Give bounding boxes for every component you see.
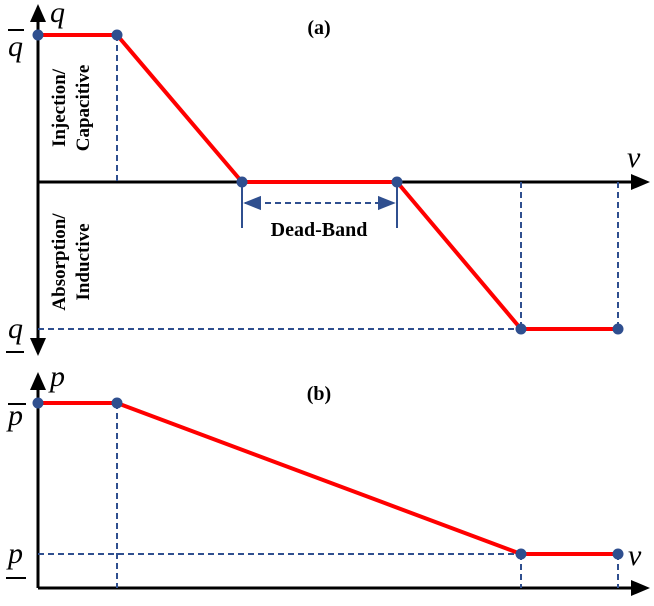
panel-b-point-2 bbox=[111, 397, 123, 409]
region-absorption-line: Absorption/ bbox=[49, 213, 70, 311]
panel-b: (b) p v p p bbox=[6, 360, 650, 596]
panel-a-qmax-label: q bbox=[8, 30, 23, 63]
panel-b-y-var: p bbox=[48, 360, 65, 393]
panel-a-y-var: q bbox=[50, 0, 65, 29]
panel-b-pmax-label: p bbox=[6, 399, 23, 432]
panel-a-qmin-label: q bbox=[8, 312, 23, 345]
panel-a-point-6 bbox=[612, 323, 624, 335]
panel-b-x-axis-arrow bbox=[631, 580, 650, 596]
panel-a-x-var: v bbox=[627, 141, 641, 174]
panel-a-point-1 bbox=[32, 29, 44, 41]
panel-b-curve bbox=[38, 401, 618, 556]
panel-a: Dead-Band (a) q v q q Injection/ Capacit… bbox=[6, 0, 650, 356]
panel-a-y-axis-arrow-down bbox=[30, 338, 46, 356]
panel-b-point-1 bbox=[32, 397, 44, 409]
region-absorption-inductive: Absorption/ Inductive bbox=[49, 213, 94, 311]
panel-b-label: (b) bbox=[307, 383, 331, 405]
region-capacitive-line: Capacitive bbox=[73, 65, 94, 152]
panel-b-point-4 bbox=[612, 548, 624, 560]
panel-a-point-5 bbox=[515, 323, 527, 335]
panel-a-x-axis-arrow bbox=[631, 174, 650, 190]
region-inductive-line: Inductive bbox=[73, 223, 94, 300]
panel-a-point-3 bbox=[236, 176, 248, 188]
dead-band-label: Dead-Band bbox=[271, 219, 368, 241]
panel-a-point-2 bbox=[111, 29, 123, 41]
panel-b-pmin-label: p bbox=[6, 537, 23, 570]
panel-b-x-var: v bbox=[628, 539, 642, 572]
region-injection-capacitive: Injection/ Capacitive bbox=[49, 65, 94, 152]
panel-b-y-axis-arrow-up bbox=[30, 372, 46, 390]
region-injection-line: Injection/ bbox=[49, 68, 70, 147]
panel-a-point-4 bbox=[391, 176, 403, 188]
panel-a-label: (a) bbox=[307, 17, 330, 39]
panel-b-point-3 bbox=[515, 548, 527, 560]
panel-a-y-axis-arrow-up bbox=[30, 4, 46, 22]
panel-a-curve bbox=[38, 33, 618, 331]
